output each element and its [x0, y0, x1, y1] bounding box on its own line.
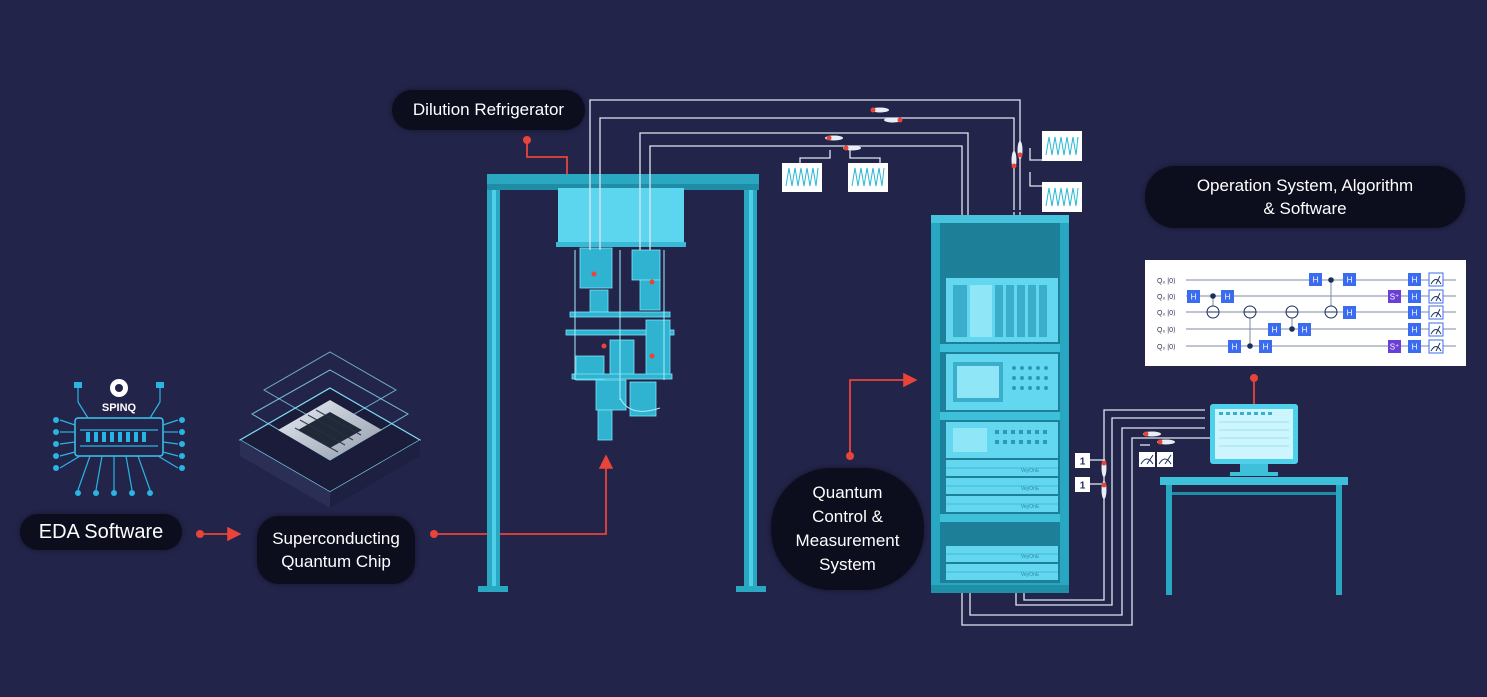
- gate-s-label: S⁺: [1390, 293, 1400, 302]
- measurement-rack: [931, 215, 1069, 593]
- quantum-circuit-panel: [1145, 260, 1466, 366]
- gate-h-label: H: [1347, 309, 1353, 318]
- dilution-refrigerator-text: Dilution Refrigerator: [412, 100, 565, 119]
- waveform-icon: [782, 131, 1082, 212]
- qubit-label: Q₀ |0⟩: [1157, 343, 1176, 351]
- gate-h-label: H: [1225, 293, 1231, 302]
- gate-s-label: S⁺: [1390, 343, 1400, 352]
- os-label-line: Operation System, Algorithm: [1196, 176, 1414, 195]
- gate-h-label: H: [1412, 343, 1418, 352]
- gate-h-label: H: [1347, 276, 1353, 285]
- gate-h-label: H: [1302, 326, 1308, 335]
- rack-brand-label: VeyOnE: [1021, 504, 1040, 510]
- rack-brand-label: VeyOnE: [1021, 486, 1040, 492]
- rack-brand-label: VeyOnE: [1021, 468, 1040, 474]
- spinq-logo-text: SPINQ: [102, 402, 137, 414]
- rack-brand-labels: VeyOnE VeyOnE VeyOnE VeyOnE VeyOnE: [1021, 468, 1040, 578]
- qubit-label: Q₀ |0⟩: [1157, 277, 1176, 285]
- chip-label-line: Superconducting: [272, 529, 400, 548]
- qcms-label-line: System: [819, 555, 876, 574]
- gate-h-label: H: [1412, 293, 1418, 302]
- operation-system-label: Operation System, Algorithm & Software: [1145, 166, 1465, 228]
- eda-software-text: EDA Software: [38, 520, 164, 543]
- dilution-refrigerator-body: [556, 188, 686, 441]
- qcms-label-line: Measurement: [795, 531, 900, 550]
- gate-h-label: H: [1272, 326, 1278, 335]
- counter-boxes: [1075, 453, 1090, 492]
- qcms-label-line: Control &: [812, 507, 883, 526]
- gate-h-label: H: [1263, 343, 1269, 352]
- desk-icon: [1160, 477, 1348, 595]
- quantum-chip-icon: [238, 351, 422, 508]
- rack-brand-label: VeyOnE: [1021, 554, 1040, 560]
- rack-brand-label: VeyOnE: [1021, 572, 1040, 578]
- gate-h-label: H: [1191, 293, 1197, 302]
- superconducting-chip-label: Superconducting Quantum Chip: [257, 516, 415, 584]
- qubit-label: Q₀ |0⟩: [1157, 309, 1176, 317]
- dilution-refrigerator-frame: [478, 174, 766, 592]
- counter-value: 1: [1080, 457, 1086, 468]
- gate-h-label: H: [1313, 276, 1319, 285]
- computer-monitor-icon: [1210, 404, 1298, 476]
- measurement-meter-icon: [1139, 452, 1173, 467]
- qubit-label: Q₀ |0⟩: [1157, 326, 1176, 334]
- signal-cables: [589, 99, 1215, 626]
- dilution-refrigerator-label: Dilution Refrigerator: [392, 90, 585, 130]
- gate-h-label: H: [1412, 276, 1418, 285]
- eda-chip-icon: [53, 379, 185, 496]
- arrow-start-dots: [196, 136, 1258, 538]
- gate-h-label: H: [1412, 326, 1418, 335]
- os-label-line: & Software: [1263, 199, 1347, 218]
- counter-value: 1: [1080, 481, 1086, 492]
- gate-h-label: H: [1412, 309, 1418, 318]
- quantum-control-label: Quantum Control & Measurement System: [771, 468, 924, 590]
- chip-label-line: Quantum Chip: [281, 552, 391, 571]
- qubit-label: Q₀ |0⟩: [1157, 293, 1176, 301]
- eda-software-label: EDA Software: [20, 514, 182, 550]
- gate-h-label: H: [1232, 343, 1238, 352]
- qcms-label-line: Quantum: [812, 483, 883, 502]
